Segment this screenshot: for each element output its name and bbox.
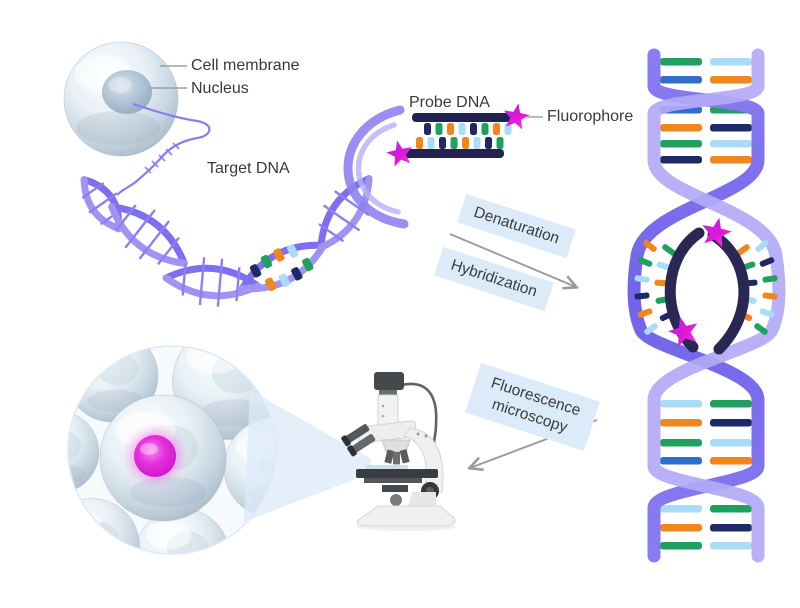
hybridized-dna-helix-icon [627, 48, 786, 563]
probe-dna-ladder-icon [384, 101, 543, 168]
probe-top-bases [424, 123, 512, 135]
target-dna-label: Target DNA [207, 160, 290, 177]
probe-dna-label: Probe DNA [409, 94, 490, 111]
label-pointer-lines [149, 65, 187, 89]
nucleus-shape [102, 70, 152, 114]
hybridized-probe-arc-right [707, 229, 750, 355]
bubble-bases [634, 240, 778, 335]
microscope-base [356, 505, 456, 527]
target-sequence-segment [238, 241, 328, 293]
chromatin-thread-icon [116, 102, 211, 196]
slide-icon [366, 465, 408, 470]
camera-icon [374, 372, 404, 390]
eyepieces-icon [341, 424, 370, 447]
light-cone-icon [244, 390, 371, 522]
probe-bottom-bases [416, 137, 504, 149]
probe-bottom-backbone [396, 149, 504, 158]
stage-icon [356, 469, 438, 478]
fluorophore-label: Fluorophore [547, 108, 634, 125]
probe-top-backbone [412, 113, 514, 122]
cell-membrane-label: Cell membrane [191, 57, 300, 74]
nucleus-label: Nucleus [191, 80, 249, 97]
fluorescence-microscope-icon [341, 372, 456, 531]
target-dna-helix-icon [80, 105, 409, 307]
helix-strand-left [627, 48, 765, 563]
cell-with-nucleus-icon [63, 41, 179, 157]
helix-base-pairs [660, 58, 752, 550]
fluorescent-nucleus-icon [134, 435, 176, 477]
denaturation-hybridization-arrow [449, 233, 576, 287]
helix-strand-right [647, 48, 786, 563]
